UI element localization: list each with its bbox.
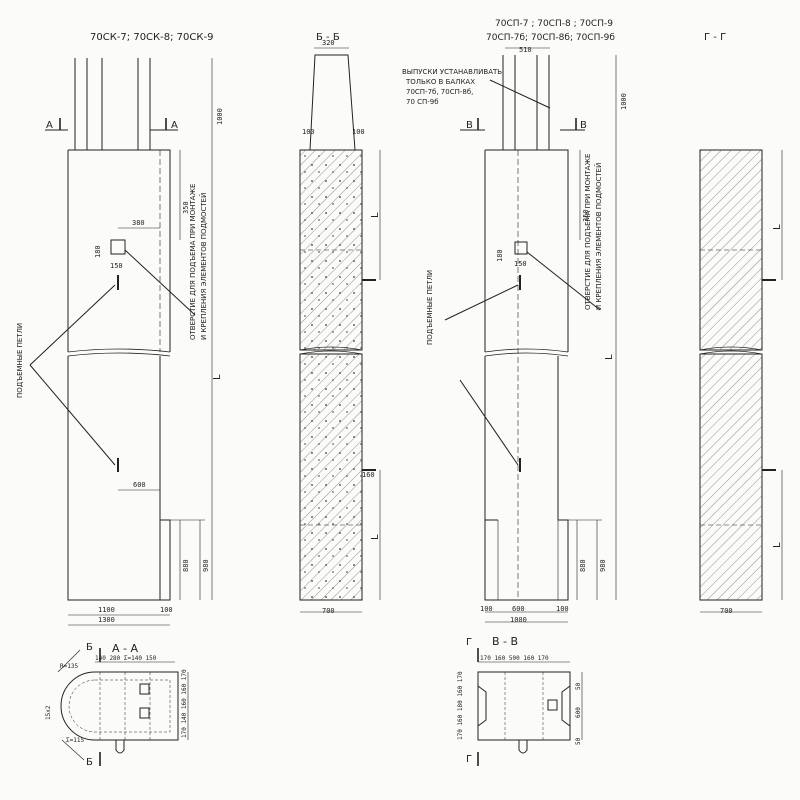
dim-350-sp: 350 bbox=[582, 209, 590, 222]
marker-a-left: А bbox=[46, 120, 53, 131]
dim-1300-sk: 1300 bbox=[98, 616, 115, 624]
note-outlets-1: ВЫПУСКИ УСТАНАВЛИВАТЬ bbox=[402, 68, 502, 76]
dim-l-sk: L bbox=[212, 374, 223, 380]
column-sk-elevation bbox=[29, 58, 213, 626]
section-vv-plan bbox=[477, 648, 583, 766]
dim-600-sp: 600 bbox=[512, 605, 525, 613]
dim-100-bb-l: 100 bbox=[302, 128, 315, 136]
dim-320-bb: 320 bbox=[322, 39, 335, 47]
marker-a-right: А bbox=[171, 120, 178, 131]
title-gg: Г - Г bbox=[704, 32, 726, 43]
dim-100-bb-r: 100 bbox=[352, 128, 365, 136]
dim-1100: 1100 bbox=[98, 606, 115, 614]
dim-380: 380 bbox=[132, 219, 145, 227]
dim-vv-side: 170 160 180 160 170 bbox=[457, 671, 464, 740]
dim-aa-r: R=135 bbox=[60, 663, 78, 670]
title-sk: 70СК-7; 70СК-8; 70СК-9 bbox=[90, 32, 213, 43]
title-vv: В - В bbox=[492, 635, 518, 648]
dim-180-sk: 180 bbox=[94, 245, 102, 258]
dim-1000-sp: 1000 bbox=[620, 93, 628, 110]
dim-180-sp: 180 bbox=[496, 249, 504, 262]
dim-350-sk: 350 bbox=[182, 201, 190, 214]
title-sp-line2: 70СП-7б; 70СП-8б; 70СП-9б bbox=[486, 33, 615, 43]
dim-vv-50-top: 50 bbox=[575, 682, 582, 690]
section-gg-view bbox=[699, 149, 783, 613]
note-loops-sk: ПОДЪЕМНЫЕ ПЕТЛИ bbox=[16, 323, 24, 398]
note-outlets-4: 70 СП-9б bbox=[406, 98, 439, 106]
title-aa: А - А bbox=[112, 642, 138, 655]
note-outlets-2: ТОЛЬКО В БАЛКАХ bbox=[405, 78, 475, 86]
dim-aa-b: Σ=115 bbox=[66, 737, 84, 744]
dim-980-sp: 980 bbox=[599, 559, 607, 572]
marker-g-bottom: Г bbox=[466, 754, 472, 765]
dim-150-sp: 150 bbox=[514, 260, 527, 268]
dim-l-sp: L bbox=[604, 354, 615, 360]
dim-700-bb: 700 bbox=[322, 607, 335, 615]
note-hole-sp-1: ОТВЕРСТИЕ ДЛЯ ПОДЪЕМА ПРИ МОНТАЖЕ bbox=[584, 154, 592, 310]
marker-v-right: В bbox=[580, 120, 587, 131]
column-sp-elevation bbox=[444, 47, 617, 623]
dim-880-sk: 880 bbox=[182, 559, 190, 572]
dim-600-sk: 600 bbox=[133, 481, 146, 489]
dim-100-sp-r: 100 bbox=[556, 605, 569, 613]
note-outlets-3: 70СП-7б, 70СП-8б, bbox=[406, 88, 473, 96]
dim-880-sp: 880 bbox=[579, 559, 587, 572]
dim-980-sk: 980 bbox=[202, 559, 210, 572]
note-hole-sk-2: И КРЕПЛЕНИЯ ЭЛЕМЕНТОВ ПОДМОСТЕЙ bbox=[199, 193, 208, 340]
dim-vv-600: 600 bbox=[575, 707, 582, 718]
dim-l-gg-2: L bbox=[772, 542, 783, 548]
marker-b-bottom: Б bbox=[86, 757, 93, 768]
marker-v-left: В bbox=[466, 120, 473, 131]
note-hole-sk-1: ОТВЕРСТИЕ ДЛЯ ПОДЪЕМА ПРИ МОНТАЖЕ bbox=[189, 184, 197, 340]
marker-b-top: Б bbox=[86, 642, 93, 653]
marker-g-top: Г bbox=[466, 637, 472, 648]
dim-1000-sk: 1000 bbox=[216, 108, 224, 125]
title-bb: Б - Б bbox=[316, 32, 340, 43]
dim-700-gg: 700 bbox=[720, 607, 733, 615]
dim-100-sk: 100 bbox=[160, 606, 173, 614]
dim-510: 510 bbox=[519, 46, 532, 54]
dim-aa-top: 140 280 Σ=140 150 bbox=[95, 655, 157, 662]
dim-aa-side: 170 140 160 160 170 bbox=[181, 669, 188, 738]
section-aa-plan bbox=[57, 648, 189, 766]
title-sp-line1: 70СП-7 ; 70СП-8 ; 70СП-9 bbox=[495, 19, 613, 29]
dim-l-bb-1: L bbox=[370, 212, 381, 218]
note-loops-sp: ПОДЪЕМНЫЕ ПЕТЛИ bbox=[426, 270, 434, 345]
dim-aa-l: 15x2 bbox=[45, 705, 52, 720]
dim-vv-50-bot: 50 bbox=[575, 737, 582, 745]
dim-1000-sp-w: 1000 bbox=[510, 616, 527, 624]
dim-l-bb-2: L bbox=[370, 534, 381, 540]
dim-100-sp-l: 100 bbox=[480, 605, 493, 613]
dim-150-sk: 150 bbox=[110, 262, 123, 270]
note-hole-sp-2: И КРЕПЛЕНИЯ ЭЛЕМЕНТОВ ПОДМОСТЕЙ bbox=[594, 163, 603, 310]
dim-160-bb: 160 bbox=[362, 471, 375, 479]
dim-vv-top: 170 160 500 160 170 bbox=[480, 655, 549, 662]
dim-l-gg-1: L bbox=[772, 224, 783, 230]
section-bb-view bbox=[299, 47, 381, 613]
